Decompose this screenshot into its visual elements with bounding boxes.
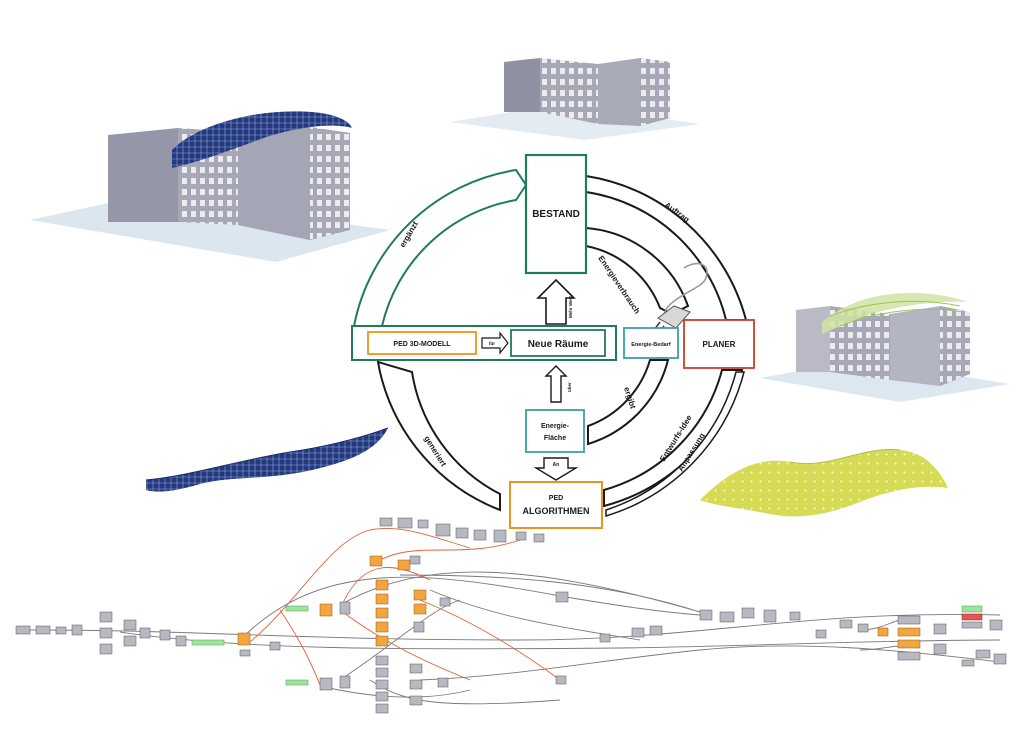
arrow-ueber: [544, 365, 568, 403]
blue-mesh-surface-illustration: [145, 427, 389, 492]
building-with-blue-roof-illustration: [30, 111, 390, 262]
arc-generiert: [376, 360, 501, 512]
existing-building-illustration: [450, 58, 700, 140]
energie-bedarf-label: Energie-Bedarf: [631, 342, 671, 348]
planer-box: [683, 319, 755, 369]
arc-energieverbrauch: [585, 226, 690, 316]
ped-3d-modell-label: PED 3D-MODELL: [393, 341, 451, 348]
ped-algorithmen-line1: PED: [549, 495, 563, 502]
planer-label: PLANER: [703, 340, 736, 349]
label-ueber: über: [567, 382, 572, 392]
ped-algorithmen-line2: ALGORITHMEN: [523, 506, 590, 516]
label-fuer: für: [489, 341, 495, 346]
energie-flaeche-box: [525, 409, 585, 453]
label-an: An: [553, 462, 560, 468]
energie-flaeche-line1: Energie-: [541, 423, 570, 430]
node-graph-components: [15, 517, 1007, 714]
arrow-fuer: [481, 331, 509, 355]
energie-flaeche-line2: Fläche: [544, 435, 566, 442]
neue-raeume-box: [510, 329, 606, 357]
yellow-mesh-surface-illustration: [700, 449, 948, 517]
arrow-an: [533, 457, 579, 481]
ped-algorithmen-box: [509, 481, 603, 529]
arc-anpassung: [605, 371, 745, 518]
energie-bedarf-box: [623, 327, 679, 359]
bestand-box: [524, 153, 588, 275]
bestand-label: BESTAND: [532, 209, 580, 220]
arc-ergaenzt: [352, 168, 528, 327]
arc-ergibt: [587, 359, 670, 446]
label-mehr-wert: Mehr Wert: [568, 296, 573, 318]
arrow-mehr-wert: [536, 278, 576, 325]
node-graph-wires: [29, 527, 1001, 705]
building-with-glass-roof-illustration: [760, 292, 1010, 402]
neue-raeume-label: Neue Räume: [528, 339, 589, 350]
ped-3d-modell-box: [367, 331, 477, 355]
